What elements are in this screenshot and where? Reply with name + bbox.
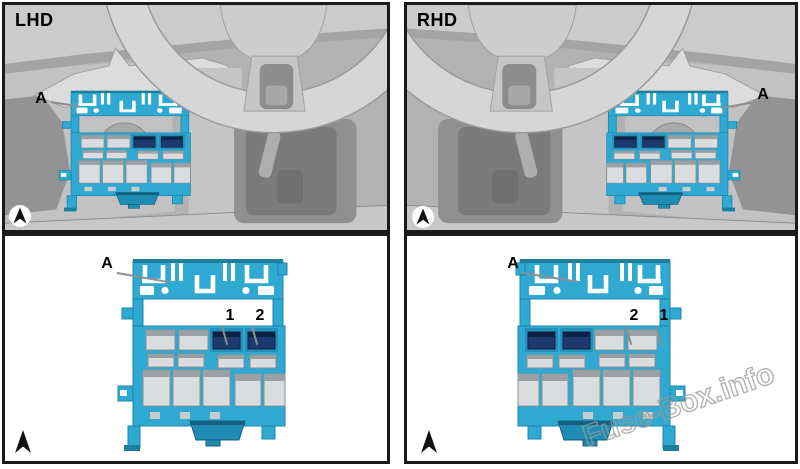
rhd-location-panel: RHD A (404, 2, 798, 233)
callout-label-relay-right: 2 (255, 307, 265, 324)
north-arrow-circle-icon (9, 205, 31, 227)
panel-title-lhd: LHD (15, 10, 54, 30)
callout-label-relay-left: 1 (225, 307, 235, 324)
lhd-location-panel: LHD A (2, 2, 390, 233)
rhd-fusebox-diagram-panel: A 2 1 Fuse-Box.info (404, 233, 798, 464)
north-arrow-circle-icon (412, 206, 434, 228)
rhd-dashboard-illustration (407, 5, 795, 230)
callout-label-a: A (101, 255, 113, 272)
lhd-fusebox-diagram-panel: A 1 2 (2, 233, 390, 464)
callout-label-a: A (35, 90, 47, 107)
callout-label-relay-left: 2 (629, 307, 639, 324)
callout-label-a: A (757, 86, 769, 103)
north-arrow-icon (421, 430, 437, 453)
callout-label-a: A (507, 255, 519, 272)
callout-label-relay-right: 1 (659, 307, 669, 324)
lhd-dashboard-illustration (5, 5, 387, 230)
lhd-fusebox-drawing (5, 236, 387, 461)
panel-title-rhd: RHD (417, 10, 458, 30)
north-arrow-icon (15, 430, 31, 453)
